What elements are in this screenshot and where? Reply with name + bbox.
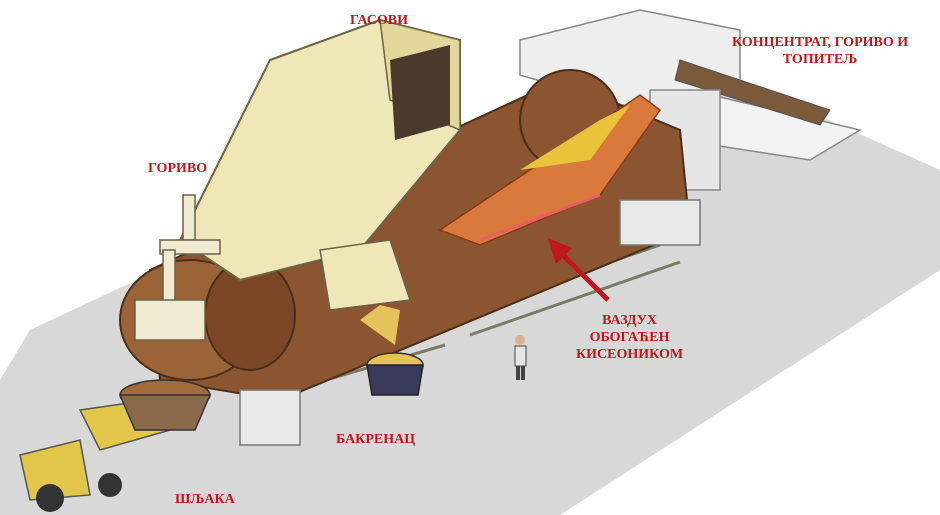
label-gases: ГАСОВИ: [350, 12, 408, 29]
label-oxygen-enriched-air: ВАЗДУХ ОБОГАЋЕН КИСЕОНИКОМ: [576, 312, 683, 363]
label-slag: ШЉАКА: [175, 491, 235, 508]
label-concentrate-fuel-flux: КОНЦЕНТРАТ, ГОРИВО И ТОПИТЕЉ: [732, 34, 908, 68]
label-matte: БАКРЕНАЦ: [336, 431, 415, 448]
label-fuel: ГОРИВО: [148, 160, 207, 177]
